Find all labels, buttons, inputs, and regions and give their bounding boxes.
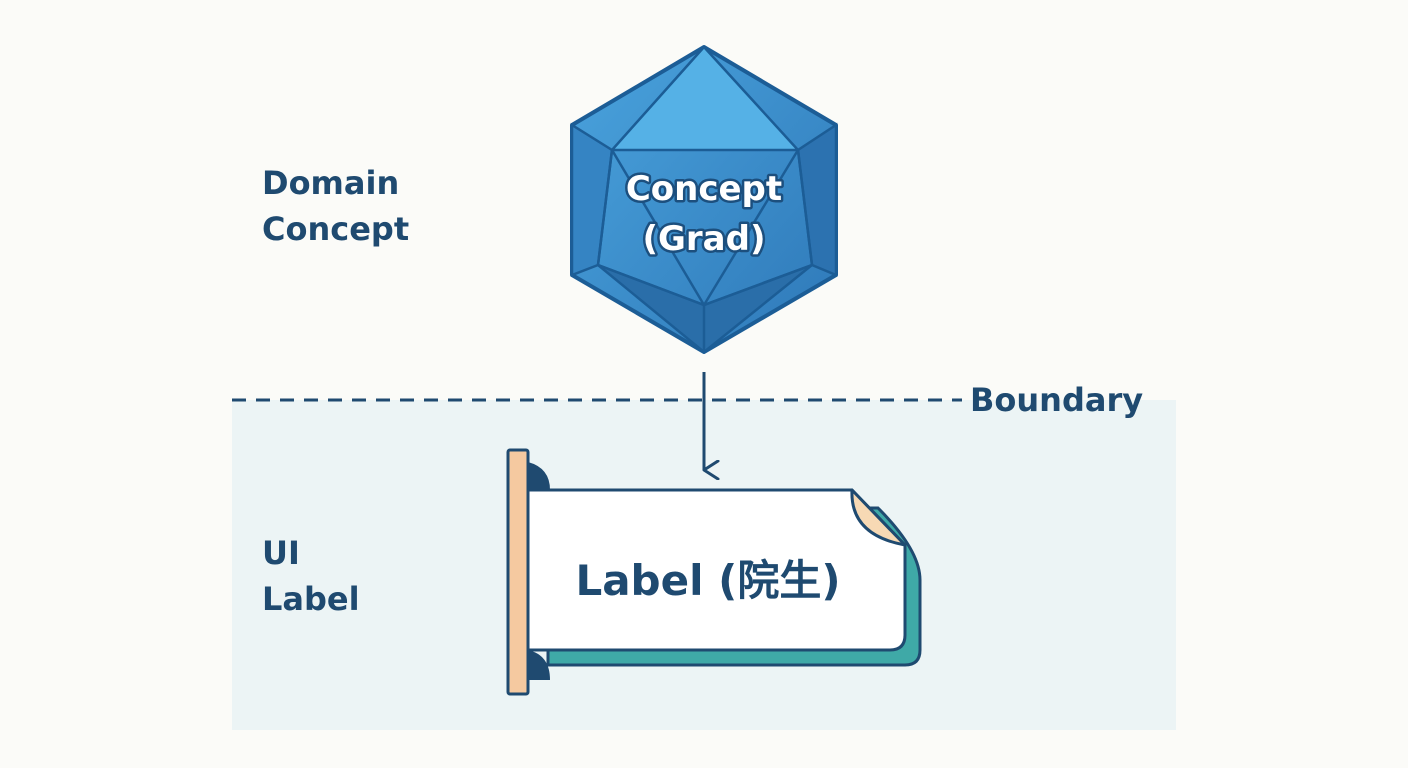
ui-label-caption-line1: UI <box>262 534 300 572</box>
concept-gem-icon <box>570 45 838 354</box>
ui-label-caption: UI Label <box>262 530 360 622</box>
gem-edge-g <box>703 263 813 307</box>
tag-clip-bottom <box>528 650 550 680</box>
gem-edge-d <box>796 149 814 266</box>
concept-text-line2: (Grad) <box>642 219 765 259</box>
domain-concept-label-line1: Domain <box>262 164 400 202</box>
tag-post <box>506 448 530 696</box>
gem-edge-f <box>597 263 705 307</box>
domain-concept-label: Domain Concept <box>262 160 409 252</box>
ui-label-text: Label (院生) <box>575 556 840 605</box>
tag-fold <box>850 488 907 547</box>
domain-concept-label-line2: Concept <box>262 210 410 248</box>
tag-paper <box>526 488 907 652</box>
boundary-label: Boundary <box>970 381 1144 419</box>
ui-label-caption-line2: Label <box>262 580 360 618</box>
gem-edges-h <box>611 45 799 151</box>
concept-text-line1: Concept <box>626 169 782 209</box>
tag-clip-top <box>528 462 550 490</box>
gem-edge-c <box>596 149 614 266</box>
ui-label-tag-icon <box>506 448 922 696</box>
